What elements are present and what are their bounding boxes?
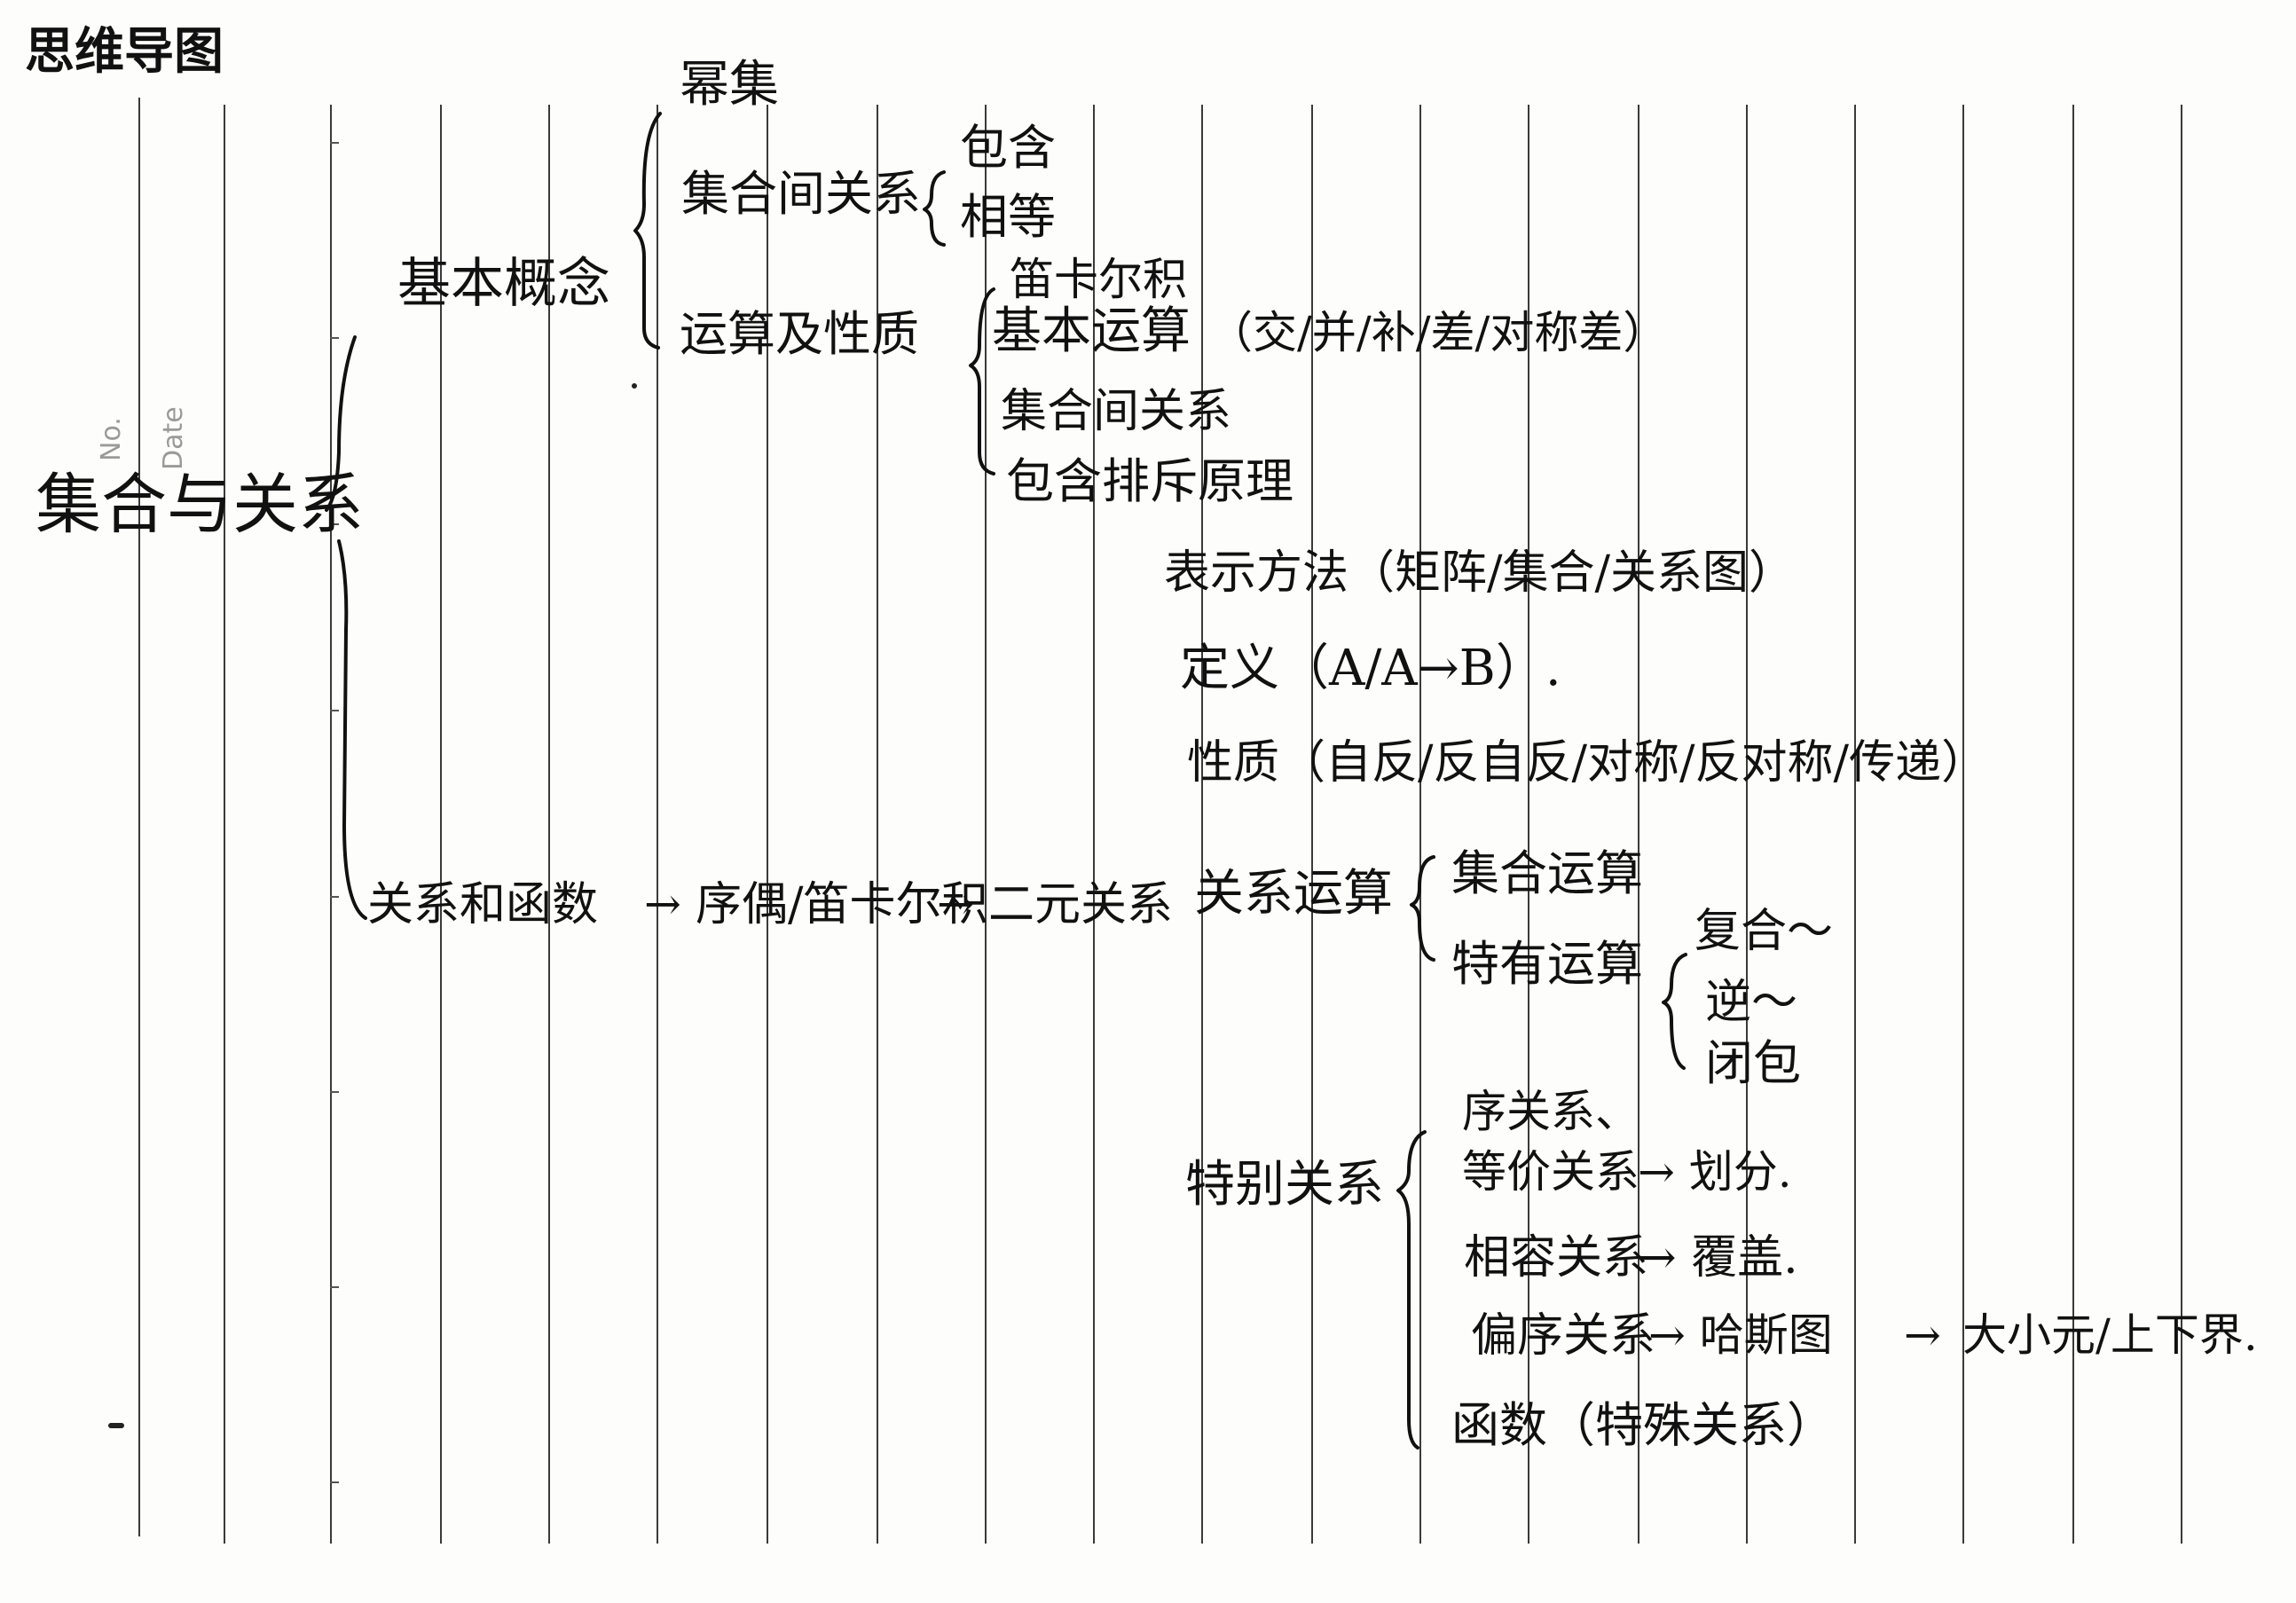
- set-operations-node: 集合运算: [1451, 845, 1643, 901]
- ruled-line: [1201, 105, 1203, 1544]
- ruled-line: [1746, 105, 1748, 1544]
- hasse-diagram-node: → 哈斯图: [1648, 1309, 1833, 1361]
- ruled-line: [440, 105, 442, 1544]
- margin-tick: [330, 337, 339, 339]
- equivalence-relation-node: 等价关系: [1462, 1146, 1639, 1198]
- ruled-line: [1528, 105, 1529, 1544]
- ordered-pair-node: 序偶/笛卡尔积: [696, 878, 988, 931]
- set-relation-node: 集合间关系: [681, 166, 921, 222]
- basic-operations-detail: （交/并/补/差/对称差）: [1208, 307, 1668, 358]
- cartesian-product-node: 笛卡尔积: [1010, 254, 1187, 305]
- definition-node: 定义（A/A→B）.: [1180, 640, 1561, 697]
- inclusion-exclusion-node: 包含排斥原理: [1006, 453, 1293, 509]
- inverse-node: 逆～: [1705, 976, 1798, 1029]
- special-relations-brace: [1396, 1130, 1427, 1450]
- ruled-line: [138, 98, 140, 1536]
- chain-arrow-1: →: [644, 878, 681, 930]
- inclusion-node: 包含: [960, 120, 1056, 176]
- paper-date-label: Date: [158, 406, 189, 470]
- operations-properties-node: 运算及性质: [680, 306, 919, 362]
- partial-order-node: 偏序关系: [1471, 1309, 1656, 1363]
- ruled-line: [877, 105, 878, 1544]
- composition-node: 复合～: [1694, 905, 1834, 958]
- relation-operations-brace: [1410, 855, 1435, 962]
- ruled-line: [1638, 105, 1639, 1544]
- closure-node: 闭包: [1705, 1035, 1801, 1091]
- set-relation-brace: [923, 170, 946, 247]
- ruled-line: [1093, 105, 1095, 1544]
- binary-relation-node: 二元关系: [988, 878, 1174, 931]
- order-relation-node: 序关系、: [1462, 1086, 1639, 1137]
- ruled-line: [224, 105, 225, 1544]
- ruled-line: [985, 105, 987, 1544]
- compatible-result: → 覆盖.: [1638, 1231, 1798, 1285]
- properties-node: 性质（自反/反自反/对称/反对称/传递）: [1187, 736, 1988, 790]
- set-relations-node: 集合间关系: [1001, 385, 1232, 438]
- margin-tick: [330, 710, 339, 711]
- margin-tick: [330, 523, 339, 525]
- chain-arrow-2: →: [937, 878, 974, 930]
- function-node: 函数（特殊关系）: [1451, 1397, 1835, 1453]
- ruled-line: [1311, 105, 1313, 1544]
- margin-tick: [330, 1091, 339, 1093]
- special-relations-node: 特别关系: [1185, 1156, 1384, 1214]
- compatible-relation-node: 相容关系: [1464, 1231, 1649, 1285]
- ink-dash: [108, 1423, 124, 1428]
- basic-concepts-brace: [633, 112, 662, 350]
- ink-dot: [632, 383, 637, 389]
- equivalence-result: → 划分.: [1638, 1146, 1792, 1198]
- margin-tick: [330, 142, 339, 144]
- basic-operations-node: 基本运算: [992, 303, 1191, 360]
- bounds-node: 大小元/上下界.: [1962, 1309, 2258, 1361]
- ruled-line: [767, 105, 768, 1544]
- margin-tick: [330, 1481, 339, 1483]
- representation-node: 表示方法（矩阵/集合/关系图）: [1164, 546, 1796, 600]
- basic-concepts-node: 基本概念: [397, 253, 610, 315]
- ruled-line: [657, 105, 658, 1544]
- equality-node: 相等: [960, 189, 1056, 245]
- ruled-line: [1419, 105, 1421, 1544]
- special-operations-brace: [1662, 953, 1687, 1070]
- ruled-line: [1854, 105, 1856, 1544]
- root-brace: [325, 335, 367, 920]
- ruled-line: [330, 105, 332, 1544]
- ruled-line: [548, 105, 550, 1544]
- root-node: 集合与关系: [35, 467, 364, 543]
- paper-no-label: No.: [96, 417, 127, 461]
- operations-brace: [969, 287, 995, 475]
- margin-tick: [330, 1286, 339, 1288]
- margin-tick: [330, 896, 339, 898]
- bounds-arrow: →: [1904, 1309, 1941, 1361]
- ruled-line: [2072, 105, 2074, 1544]
- ruled-line: [1962, 105, 1964, 1544]
- relation-operations-node: 关系运算: [1194, 865, 1393, 923]
- special-operations-node: 特有运算: [1451, 936, 1643, 992]
- ruled-line: [2181, 105, 2182, 1544]
- page-title: 思维导图: [25, 22, 224, 81]
- relations-functions-node: 关系和函数: [367, 878, 599, 931]
- power-set-node: 幂集: [680, 56, 779, 114]
